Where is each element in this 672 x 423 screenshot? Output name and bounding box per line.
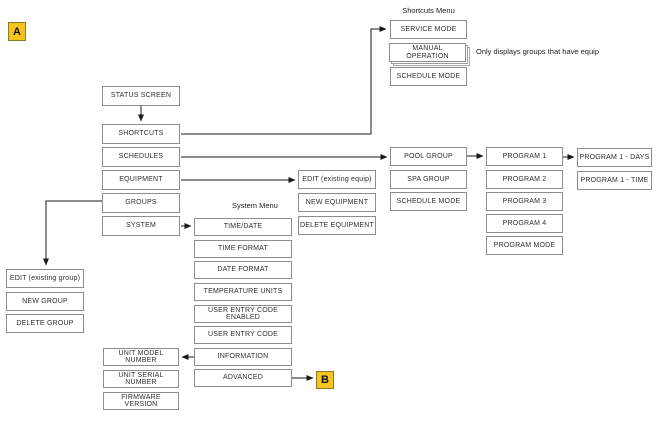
node-advanced: ADVANCED	[194, 369, 292, 387]
node-pool-group: POOL GROUP	[390, 147, 467, 166]
node-spa-group: SPA GROUP	[390, 170, 467, 189]
node-equipment: EQUIPMENT	[102, 170, 180, 190]
node-firmware-version: FIRMWARE VERSION	[103, 392, 179, 410]
node-shortcuts: SHORTCUTS	[102, 124, 180, 144]
node-program-1-days: PROGRAM 1 - DAYS	[577, 148, 652, 167]
node-information: INFORMATION	[194, 348, 292, 366]
node-delete-group: DELETE GROUP	[6, 314, 84, 333]
node-date-format: DATE FORMAT	[194, 261, 292, 279]
node-program-2: PROGRAM 2	[486, 170, 563, 189]
node-edit-existing-group: EDIT (existing group)	[6, 269, 84, 288]
node-delete-equipment: DELETE EQUIPMENT	[298, 216, 376, 235]
node-program-mode: PROGRAM MODE	[486, 236, 563, 255]
connector-shortcuts-to-service-mode	[181, 26, 387, 135]
shortcuts-menu-title: Shortcuts Menu	[402, 6, 455, 15]
system-menu-title: System Menu	[232, 201, 278, 210]
node-system: SYSTEM	[102, 216, 180, 236]
node-schedule-mode-shortcuts: SCHEDULE MODE	[390, 67, 467, 86]
node-unit-serial-number: UNIT SERIAL NUMBER	[103, 370, 179, 388]
node-groups: GROUPS	[102, 193, 180, 213]
node-temperature-units: TEMPERATURE UNITS	[194, 283, 292, 301]
node-user-entry-code: USER ENTRY CODE	[194, 326, 292, 344]
node-service-mode: SERVICE MODE	[390, 20, 467, 39]
node-schedules: SCHEDULES	[102, 147, 180, 167]
equip-note: Only displays groups that have equip	[476, 47, 599, 56]
node-unit-model-number: UNIT MODEL NUMBER	[103, 348, 179, 366]
node-new-equipment: NEW EQUIPMENT	[298, 193, 376, 212]
node-edit-existing-equip: EDIT (existing equip)	[298, 170, 376, 189]
node-program-3: PROGRAM 3	[486, 192, 563, 211]
node-new-group: NEW GROUP	[6, 292, 84, 311]
node-program-1: PROGRAM 1	[486, 147, 563, 166]
connector-groups-to-edit-group	[43, 200, 102, 266]
node-time-date: TIME/DATE	[194, 218, 292, 236]
node-time-format: TIME FORMAT	[194, 240, 292, 258]
page-marker-a: A	[8, 22, 26, 41]
node-program-1-time: PROGRAM 1 - TIME	[577, 171, 652, 190]
node-status-screen: STATUS SCREEN	[102, 86, 180, 106]
page-marker-b: B	[316, 371, 334, 389]
node-manual-operation: MANUAL OPERATION	[389, 43, 466, 62]
node-user-entry-code-enabled: USER ENTRY CODE ENABLED	[194, 305, 292, 323]
node-schedule-mode-schedules: SCHEDULE MODE	[390, 192, 467, 211]
node-program-4: PROGRAM 4	[486, 214, 563, 233]
